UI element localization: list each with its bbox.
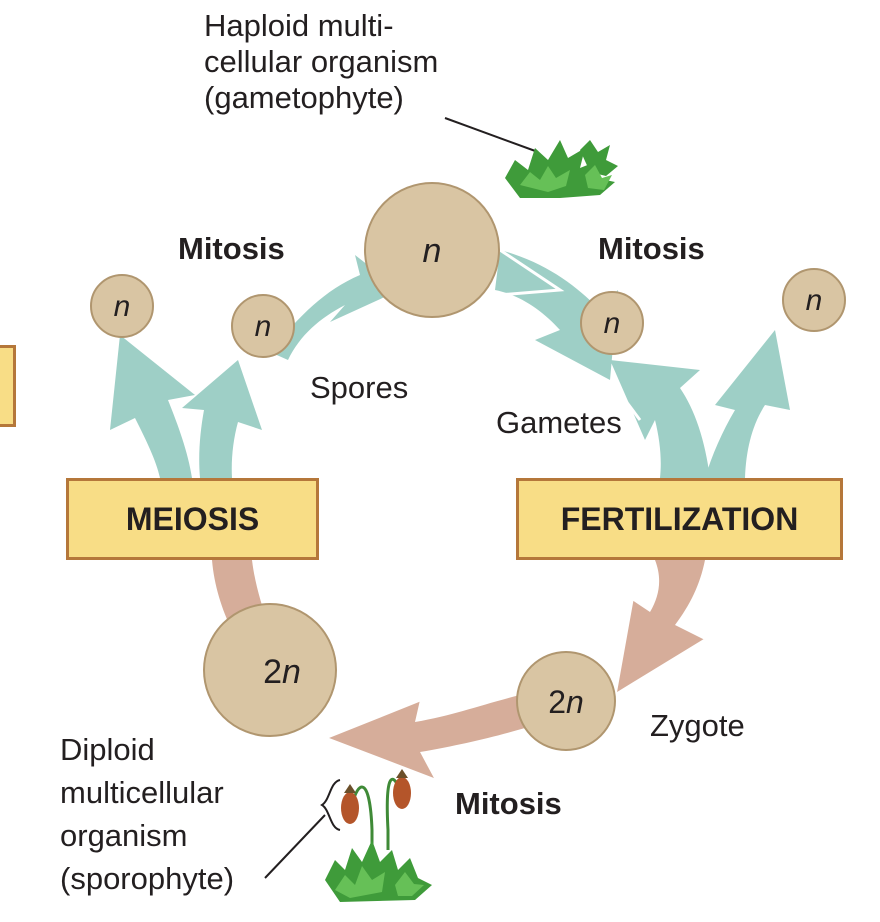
sporophyte-line-2: multicellular [60, 775, 224, 810]
cell-zygote [516, 651, 616, 751]
sporophyte-plant-icon [325, 769, 432, 902]
gametophyte-label: Haploid multi- cellular organism (gameto… [204, 8, 438, 116]
capsule-right [393, 777, 411, 809]
cell-spore-outer [90, 274, 154, 338]
cell-gamete-inner [580, 291, 644, 355]
cells: n n n n n 2n 2n [90, 182, 846, 751]
cell-gamete-outer [782, 268, 846, 332]
meiosis-label: MEIOSIS [125, 500, 260, 537]
sporophyte-line-3: organism [60, 818, 188, 853]
arrow-spore-to-gametophyte [270, 255, 400, 360]
pointer-line-gametophyte [444, 117, 539, 153]
gametes-label: Gametes [496, 405, 622, 440]
cell-label-spore-inner: n [255, 310, 272, 343]
sporophyte-label: Diploid multicellular organism (sporophy… [60, 728, 234, 900]
cell-label-haploid: n [423, 232, 442, 270]
arrow-fertilization-to-zygote [615, 560, 705, 695]
cell-haploid-gametophyte [364, 182, 500, 318]
gametophyte-line-2: cellular organism [204, 44, 439, 79]
sporophyte-line-1: Diploid [60, 732, 155, 767]
gametophyte-plant-icon [505, 140, 618, 198]
cropped-box-edge [0, 345, 16, 427]
cell-label-gamete-outer: n [806, 284, 823, 317]
meiosis-box: MEIOSIS [66, 478, 319, 560]
arrow-gamete-outer-to-fertilization [705, 330, 790, 478]
cell-label-diploid: 2n [263, 653, 301, 691]
arrow-meiosis-to-spore-inner [182, 360, 262, 478]
cell-label-gamete-inner: n [604, 307, 621, 340]
arrow-gametophyte-to-gametes [495, 250, 618, 380]
gametophyte-line-1: Haploid multi- [204, 8, 394, 43]
cell-label-spore-outer: n [114, 290, 131, 323]
arrow-zygote-to-sporophyte [325, 695, 525, 780]
cell-diploid-sporophyte [203, 603, 337, 737]
sporophyte-line-4: (sporophyte) [60, 861, 235, 896]
arrow-gamete-inner-to-fertilization [610, 360, 710, 478]
gametophyte-line-3: (gametophyte) [204, 80, 404, 115]
spores-label: Spores [310, 370, 409, 405]
cell-label-zygote: 2n [548, 684, 584, 720]
arrow-meiosis-to-spore-outer [110, 335, 195, 478]
haploid-arrows [110, 250, 790, 478]
zygote-label: Zygote [650, 708, 745, 743]
cell-spore-inner [231, 294, 295, 358]
mitosis-label-left: Mitosis [178, 231, 285, 266]
mitosis-label-right: Mitosis [598, 231, 705, 266]
fertilization-box: FERTILIZATION [516, 478, 843, 560]
pointer-line-sporophyte [264, 814, 326, 879]
mitosis-label-bottom: Mitosis [455, 786, 562, 821]
sporophyte-bracket [320, 779, 341, 831]
capsule-left [341, 792, 359, 824]
fertilization-label: FERTILIZATION [560, 500, 799, 537]
